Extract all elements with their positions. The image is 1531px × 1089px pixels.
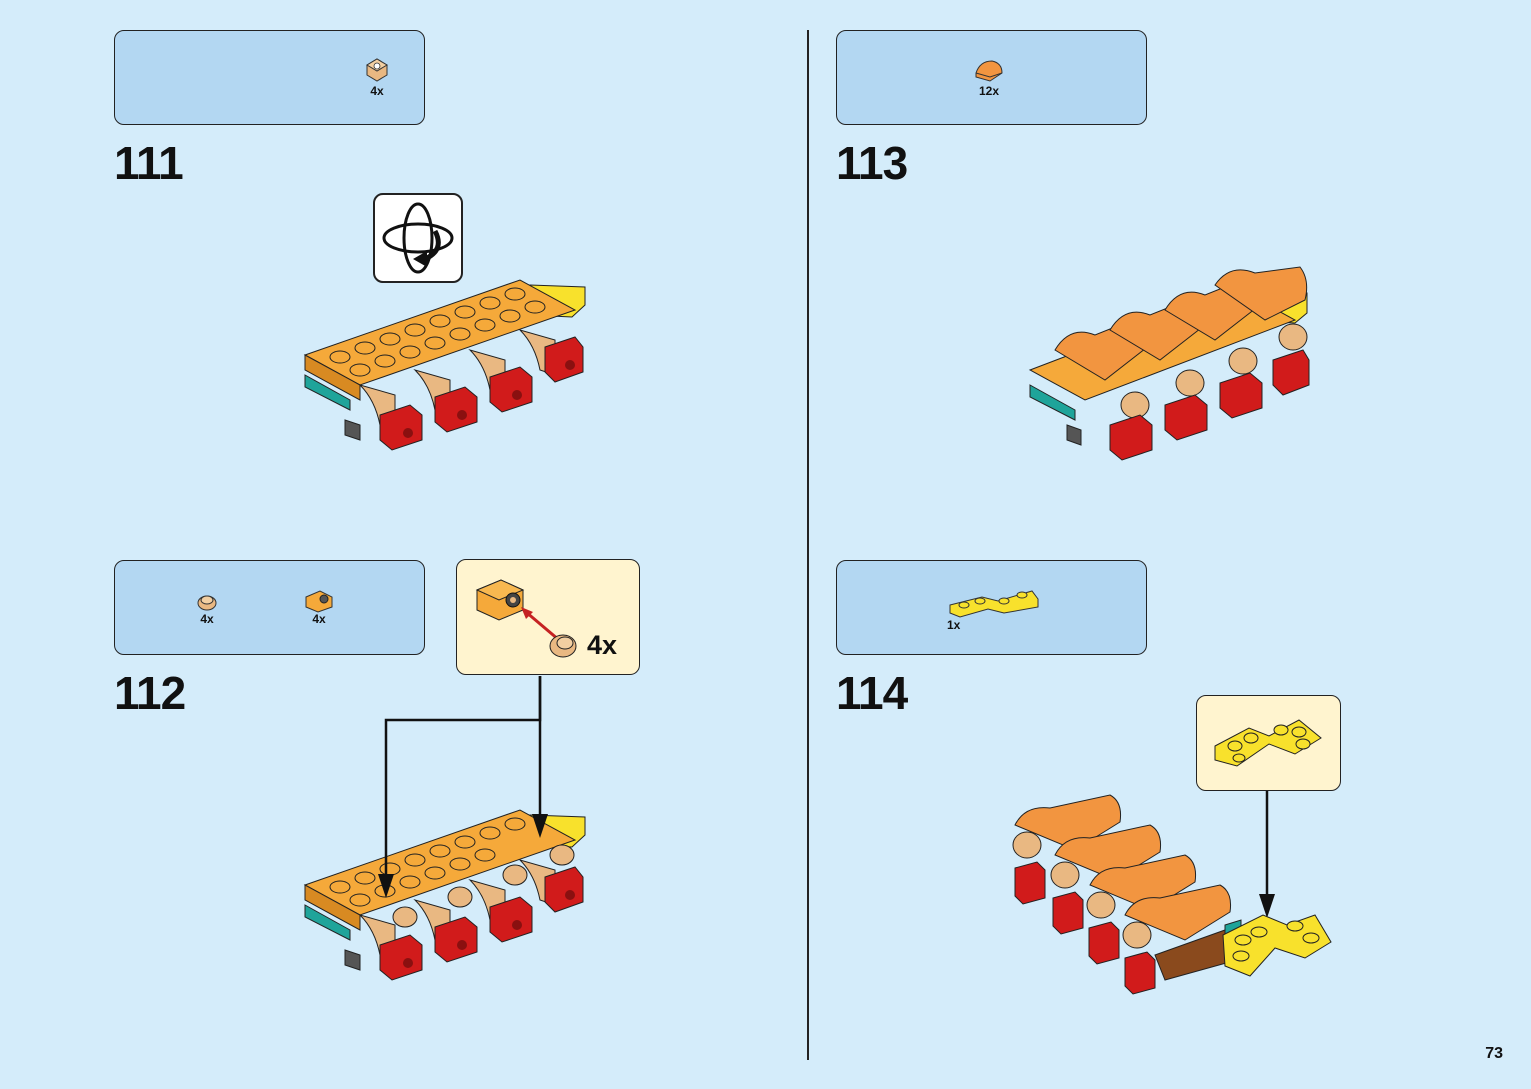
- model-step-113: [1025, 265, 1315, 465]
- part-item: 4x: [299, 587, 339, 625]
- step-number-113: 113: [836, 140, 907, 186]
- part-quantity: 12x: [969, 85, 1009, 97]
- yellow-angled-plate-closeup-icon: [1209, 708, 1329, 780]
- orange-curved-slope-icon: [972, 55, 1006, 85]
- callout-quantity: 4x: [587, 630, 617, 661]
- tan-round-tile-icon: [195, 591, 219, 613]
- step-number-114: 114: [836, 670, 907, 716]
- parts-box-step-114: 1x: [836, 560, 1147, 655]
- rotate-model-icon: [373, 193, 463, 283]
- parts-box-step-113: 12x: [836, 30, 1147, 125]
- orange-bracket-icon: [302, 587, 336, 613]
- callout-subassembly-114: [1196, 695, 1341, 791]
- step-number-111: 111: [114, 140, 183, 186]
- callout-subassembly-112: 4x: [456, 559, 640, 675]
- parts-box-step-111: 4x: [114, 30, 425, 125]
- page-divider: [807, 30, 809, 1060]
- model-step-114: [1005, 790, 1335, 1000]
- yellow-angled-plate-icon: [942, 583, 1042, 623]
- part-quantity: 1x: [947, 619, 960, 631]
- model-step-112: [300, 805, 595, 990]
- part-quantity: 4x: [299, 613, 339, 625]
- page-number: 73: [1485, 1045, 1503, 1063]
- part-item: 12x: [969, 55, 1009, 97]
- part-quantity: 4x: [187, 613, 227, 625]
- part-item: [937, 583, 1047, 623]
- part-quantity: 4x: [357, 85, 397, 97]
- bracket-with-tile-icon: [471, 574, 581, 664]
- tan-slope-piece-icon: [363, 55, 391, 85]
- parts-box-step-112: 4x 4x: [114, 560, 425, 655]
- part-item: 4x: [187, 591, 227, 625]
- step-number-112: 112: [114, 670, 185, 716]
- model-step-111: [300, 275, 595, 460]
- part-item: 4x: [357, 55, 397, 97]
